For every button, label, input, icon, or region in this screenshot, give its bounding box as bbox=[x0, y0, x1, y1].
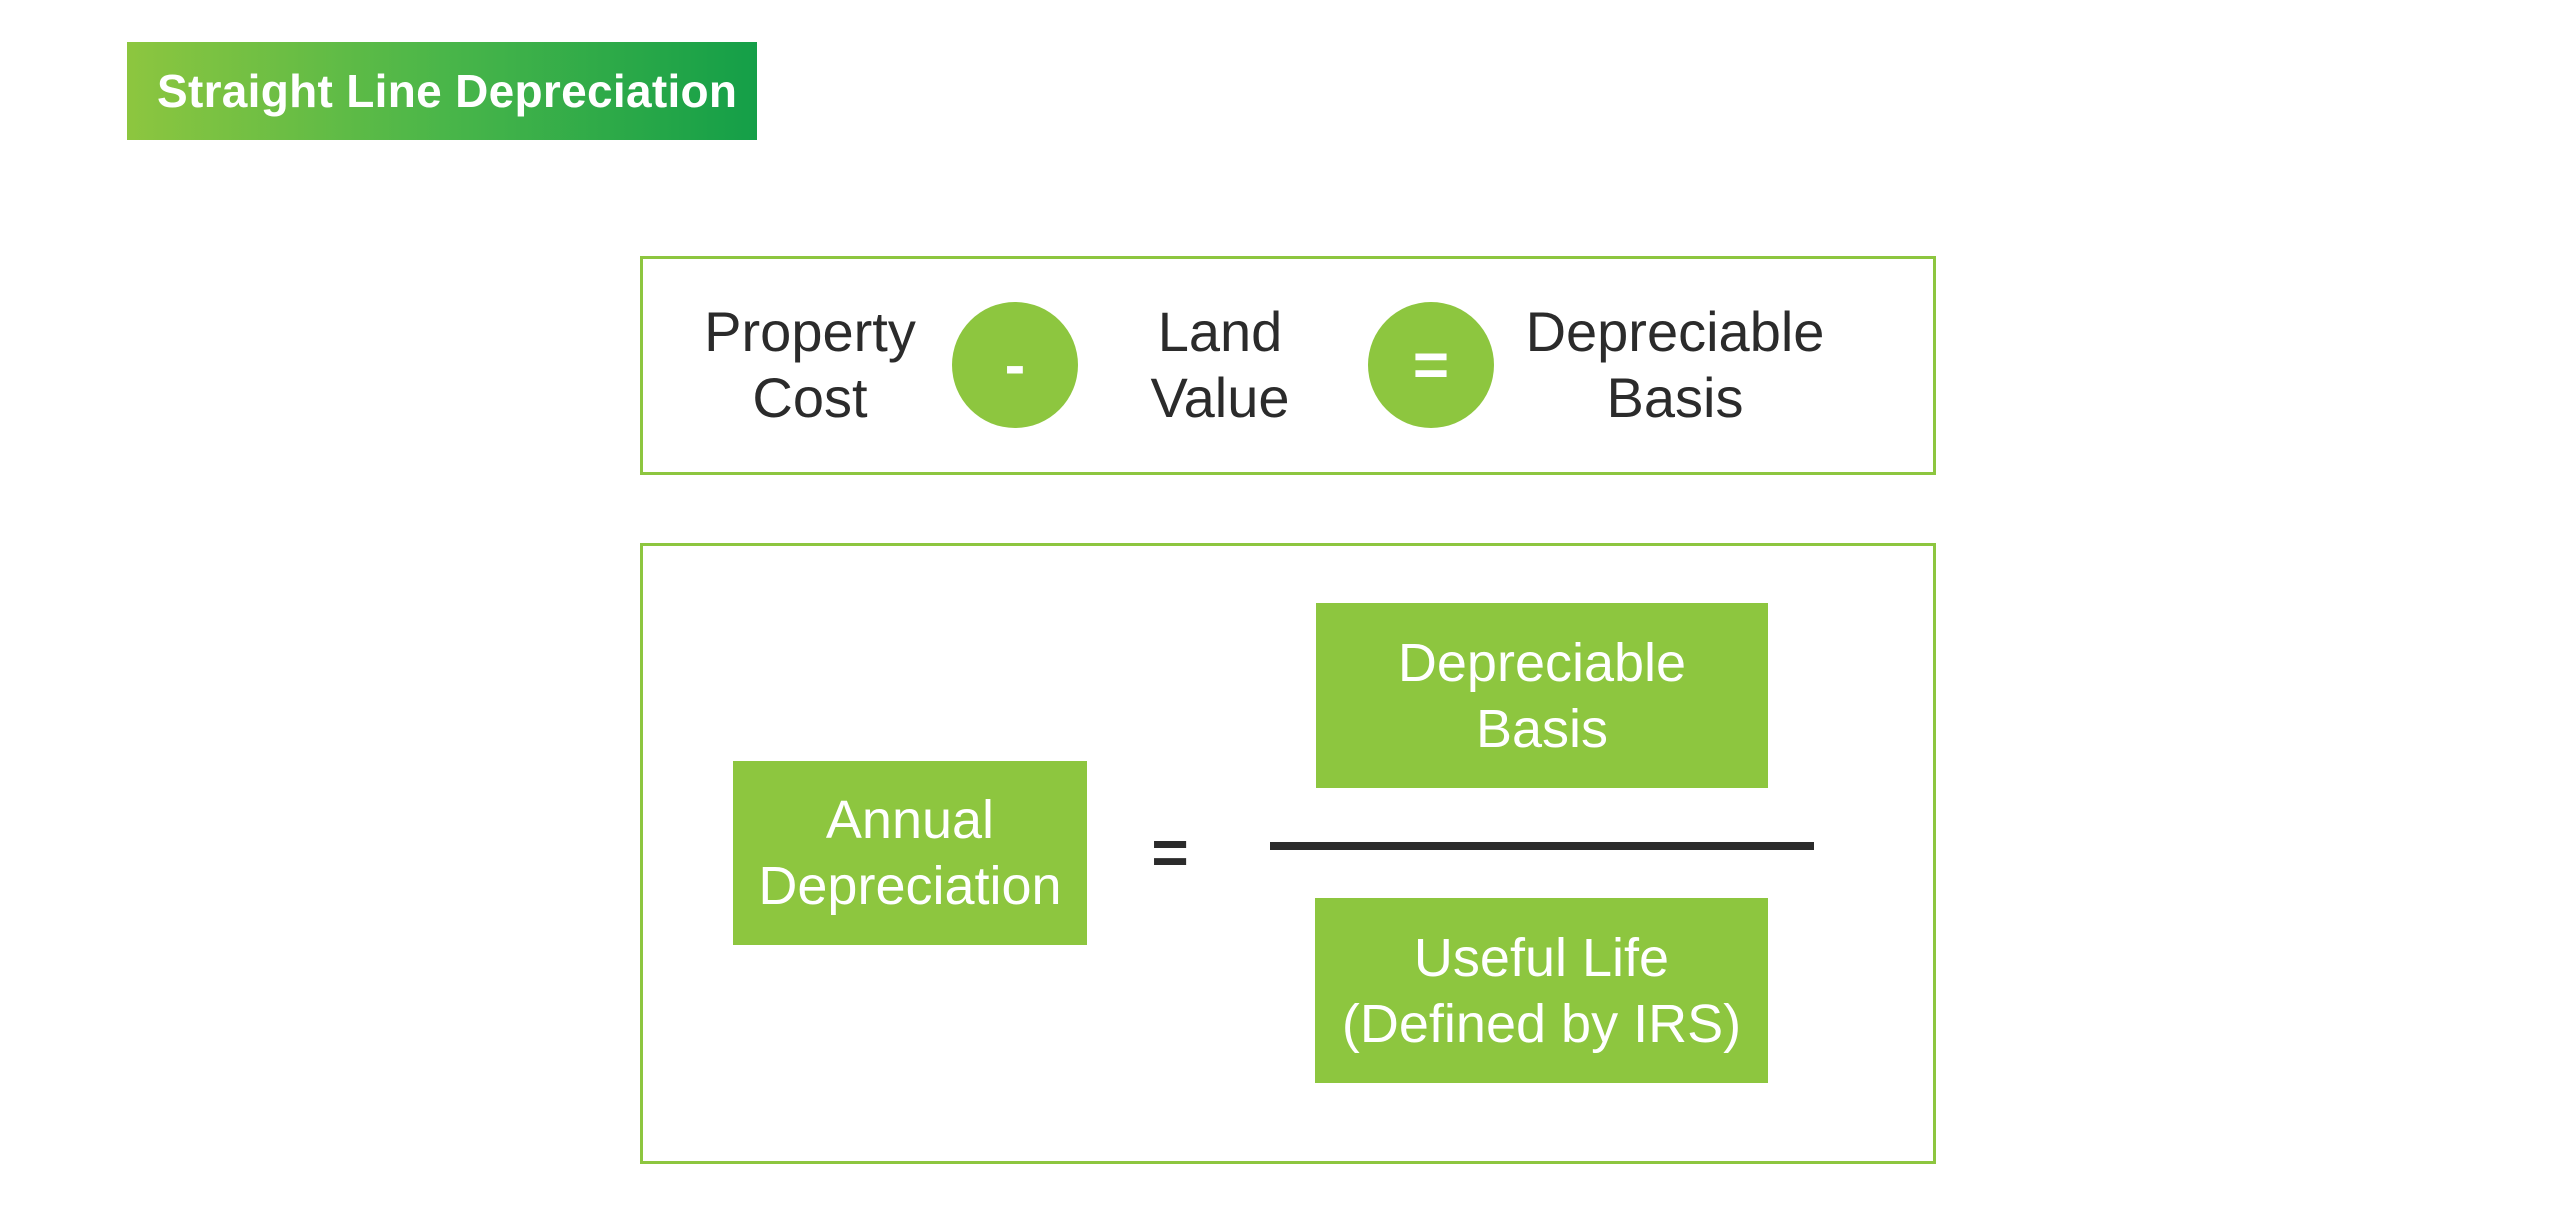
equals-operator: = bbox=[1368, 302, 1494, 428]
annual-depreciation-box: Annual Depreciation bbox=[733, 761, 1087, 945]
title-banner: Straight Line Depreciation bbox=[127, 42, 757, 140]
fraction-bar bbox=[1270, 842, 1814, 850]
minus-operator: - bbox=[952, 302, 1078, 428]
basis-formula-box bbox=[640, 256, 1936, 475]
denominator-box: Useful Life (Defined by IRS) bbox=[1315, 898, 1768, 1083]
numerator-box: Depreciable Basis bbox=[1316, 603, 1768, 788]
land-value-label: Land Value bbox=[1150, 300, 1290, 429]
annual-formula-box bbox=[640, 543, 1936, 1164]
depreciable-basis-label: Depreciable Basis bbox=[1525, 300, 1825, 429]
property-cost-label: Property Cost bbox=[704, 300, 916, 429]
annual-equals-sign: = bbox=[1151, 816, 1189, 888]
